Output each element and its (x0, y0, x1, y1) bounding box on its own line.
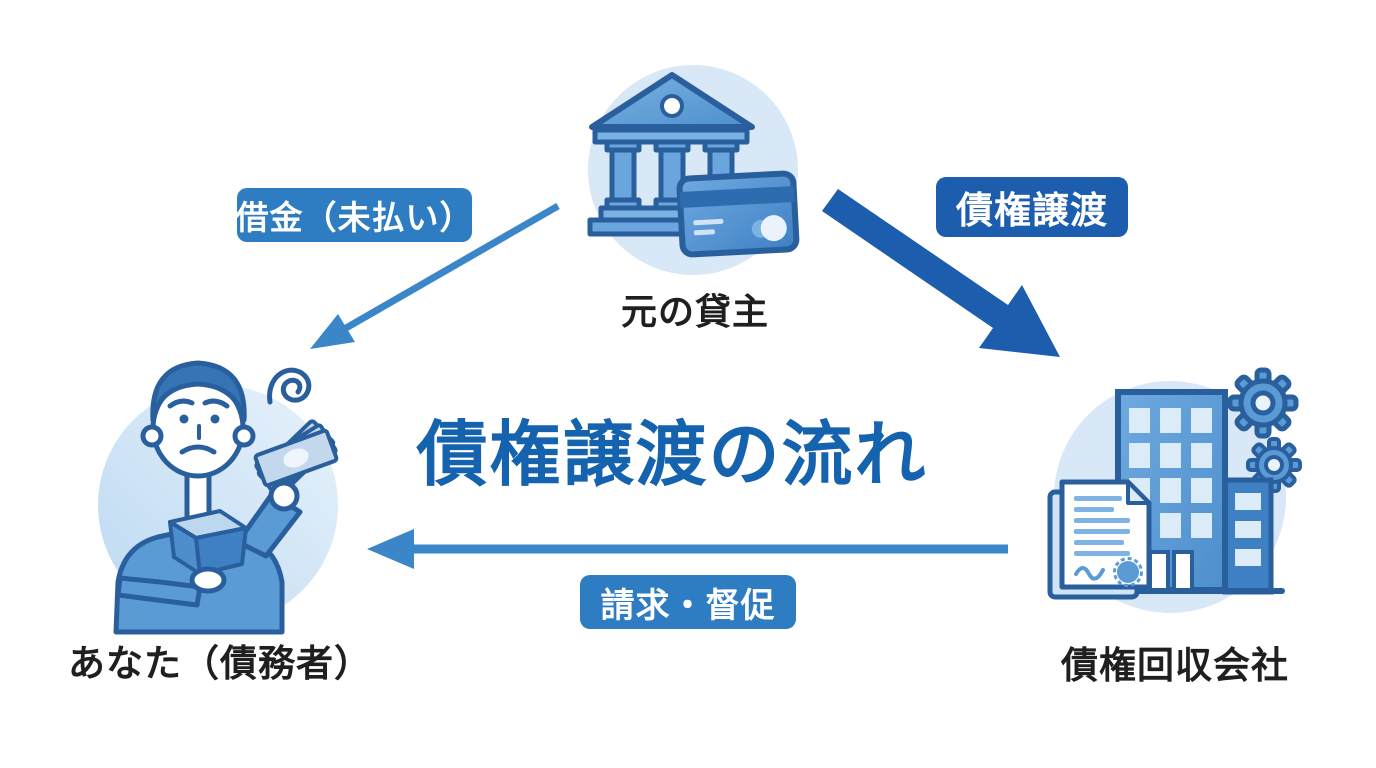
assignment-label-badge: 債権譲渡 (936, 177, 1128, 237)
worried-person-icon (98, 360, 339, 635)
confusion-swirl-icon (267, 367, 312, 405)
debtor-label: あなた（債務者） (68, 642, 372, 685)
debt-label-badge: 借金（未払い） (236, 188, 473, 242)
bank-credit-card-icon (587, 65, 800, 275)
lender-label: 元の貸主 (620, 292, 769, 333)
gear-icon (1246, 437, 1302, 493)
money-bills-icon (253, 419, 339, 497)
diagram-title: 債権譲渡の流れ (416, 413, 928, 496)
box-icon (168, 509, 248, 576)
signature (1074, 566, 1105, 581)
hand (189, 566, 227, 594)
building-icon (1087, 389, 1285, 595)
credit-card-icon (676, 170, 800, 258)
holding-arm (115, 575, 203, 608)
hand (268, 480, 300, 512)
gear-icon (1227, 367, 1299, 439)
office-building-gears-icon (1047, 367, 1302, 613)
document-icon (1047, 479, 1152, 600)
collector-label: 債権回収会社 (1061, 644, 1289, 687)
demand-label-badge: 請求・督促 (580, 575, 796, 629)
demand-arrow (367, 529, 1008, 569)
seal-icon (1117, 561, 1139, 583)
